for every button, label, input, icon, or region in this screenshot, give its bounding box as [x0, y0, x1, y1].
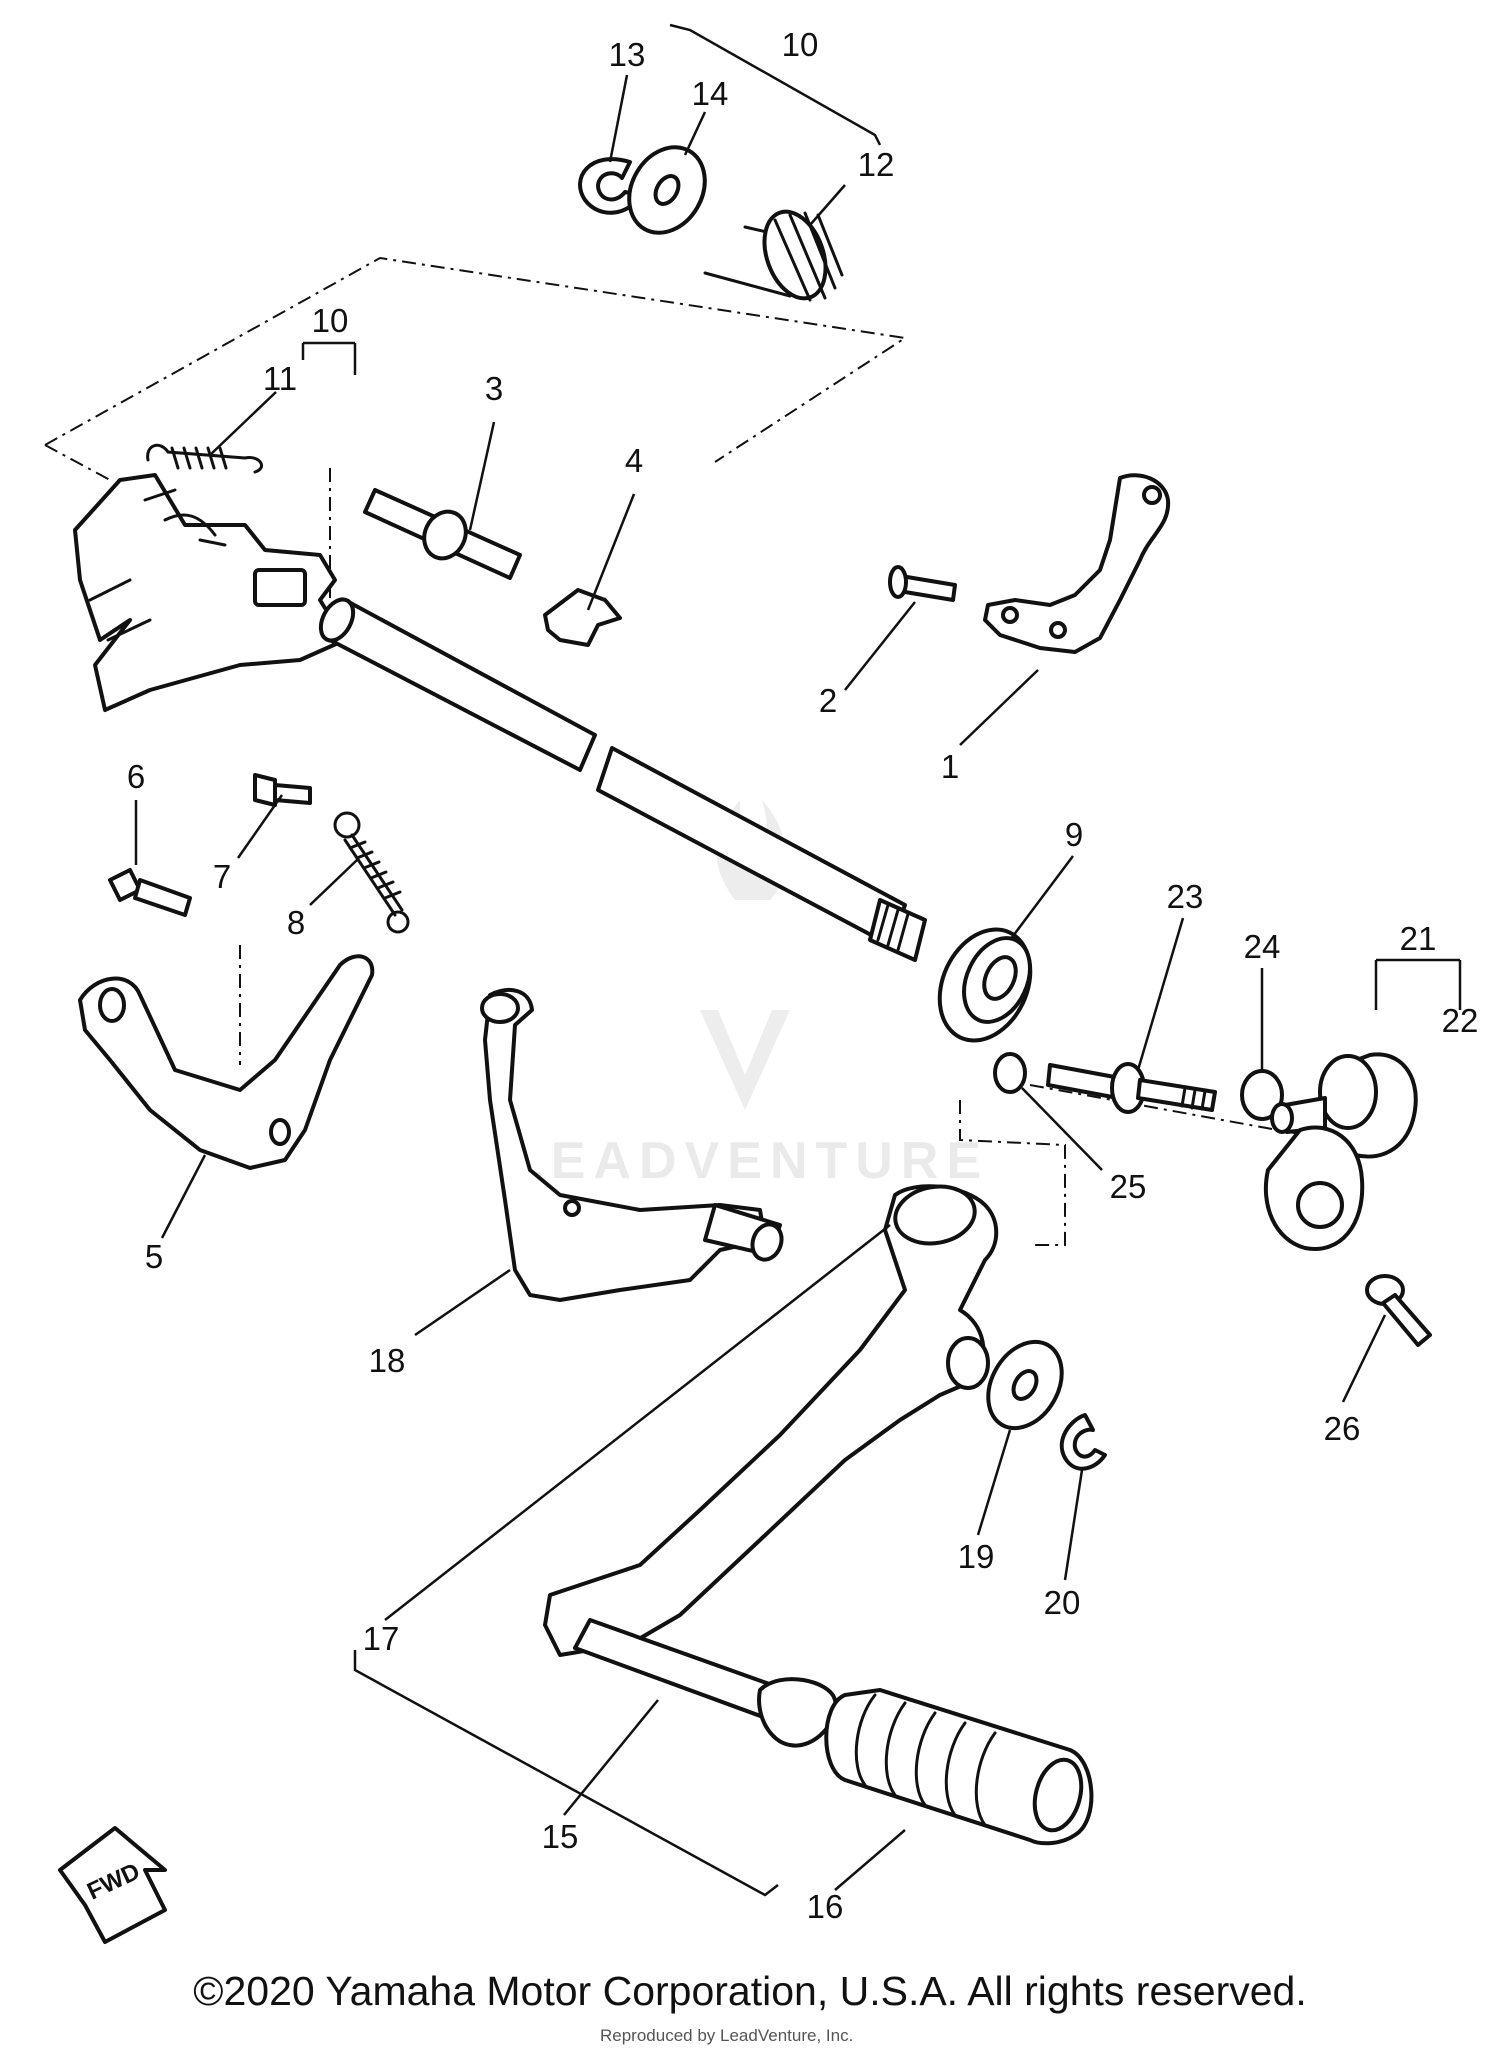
bracket-10-mid	[301, 341, 357, 375]
watermark-text: LEADVENTURE	[511, 1132, 989, 1190]
part-4-stopper-plate	[543, 588, 622, 647]
callout-9: 9	[1065, 816, 1083, 853]
leader-11	[209, 391, 277, 456]
leader-18	[414, 1268, 511, 1337]
callout-5: 5	[145, 1238, 163, 1275]
assembly-boundary-arm	[44, 444, 331, 615]
leader-16	[834, 1829, 906, 1891]
callout-14: 14	[692, 75, 729, 112]
callout-8: 8	[287, 904, 305, 941]
callout-12: 12	[858, 146, 895, 183]
callout-17: 17	[363, 1620, 400, 1657]
leader-4	[586, 493, 636, 611]
leader-12	[809, 184, 846, 226]
leader-9	[1009, 855, 1074, 941]
part-2-screw	[888, 565, 957, 602]
leader-1	[959, 669, 1039, 746]
callout-15: 15	[542, 1818, 579, 1855]
leader-26	[1341, 1314, 1387, 1403]
leader-5	[160, 1154, 207, 1239]
assembly-boundary-upper	[44, 256, 908, 463]
callout-19: 19	[958, 1538, 995, 1575]
leader-7	[236, 794, 284, 859]
leadventure-watermark: LEADVENTURE	[511, 800, 989, 1190]
part-9-oil-seal	[937, 927, 1033, 1043]
callout-3: 3	[485, 370, 503, 407]
part-26-bolt	[1365, 1274, 1432, 1347]
part-18-shift-arm	[480, 988, 784, 1302]
leader-3	[468, 421, 496, 531]
part-11-return-spring	[146, 443, 263, 474]
leader-2	[844, 601, 916, 691]
bracket-21	[1374, 958, 1462, 1010]
callout-21: 21	[1400, 920, 1437, 957]
part-6-bolt	[108, 868, 192, 917]
copyright-notice: ©2020 Yamaha Motor Corporation, U.S.A. A…	[193, 1968, 1307, 2014]
part-12-torsion-spring	[703, 209, 844, 302]
bracket-15-16	[353, 1650, 779, 1897]
part-14-washer	[627, 145, 707, 235]
assembly-line-rod	[1029, 1084, 1306, 1136]
leader-15	[563, 1699, 659, 1816]
part-5-shift-arm	[78, 954, 375, 1170]
callout-labels: 1 2 3 4 5 6 7 8 9 10 10 11 12 13 14 15 1…	[127, 26, 1479, 1925]
part-21-rod-end-assembly	[1263, 1052, 1418, 1252]
callout-18: 18	[369, 1342, 406, 1379]
part-19-washer	[986, 1339, 1064, 1431]
leader-23	[1136, 917, 1185, 1071]
callout-11: 11	[263, 360, 297, 397]
part-17-shift-pedal	[543, 1184, 999, 1748]
leader-14	[683, 111, 707, 156]
leader-20	[1063, 1469, 1084, 1581]
reproduction-note: Reproduced by LeadVenture, Inc.	[600, 2026, 854, 2045]
assembly-boundary-lower	[239, 945, 1066, 1246]
callout-13: 13	[609, 36, 646, 73]
callout-23: 23	[1167, 878, 1204, 915]
callout-7: 7	[213, 858, 231, 895]
callout-10-top: 10	[782, 26, 819, 63]
callout-4: 4	[625, 442, 643, 479]
part-16-pedal-rubber	[824, 1688, 1094, 1846]
fwd-arrow-icon: FWD	[58, 1826, 167, 1944]
part-1-guide-plate	[983, 473, 1171, 654]
part-23-shift-rod	[1046, 1062, 1217, 1114]
leader-13	[608, 74, 629, 163]
callout-2: 2	[819, 682, 837, 719]
callout-20: 20	[1044, 1584, 1081, 1621]
callout-25: 25	[1110, 1168, 1147, 1205]
callout-16: 16	[807, 1888, 844, 1925]
part-20-clip	[1059, 1413, 1107, 1471]
part-24-nut	[1240, 1069, 1284, 1121]
callout-24: 24	[1244, 928, 1281, 965]
callout-10-mid: 10	[312, 302, 349, 339]
leader-8	[309, 859, 358, 906]
callout-22: 22	[1442, 1002, 1479, 1039]
shift-shaft	[318, 597, 927, 962]
part-7-bolt	[253, 773, 312, 807]
leader-25	[1021, 1087, 1103, 1171]
part-3-stopper-bolt	[363, 488, 522, 580]
leader-19	[976, 1429, 1012, 1536]
bracket-10-top	[669, 23, 882, 146]
callout-1: 1	[941, 748, 959, 785]
callout-6: 6	[127, 758, 145, 795]
part-25-nut	[993, 1052, 1027, 1094]
leader-17	[384, 1224, 891, 1621]
callout-26: 26	[1324, 1410, 1361, 1447]
part-8-spring	[333, 811, 410, 934]
part-10-shift-lever-assembly	[73, 473, 347, 712]
